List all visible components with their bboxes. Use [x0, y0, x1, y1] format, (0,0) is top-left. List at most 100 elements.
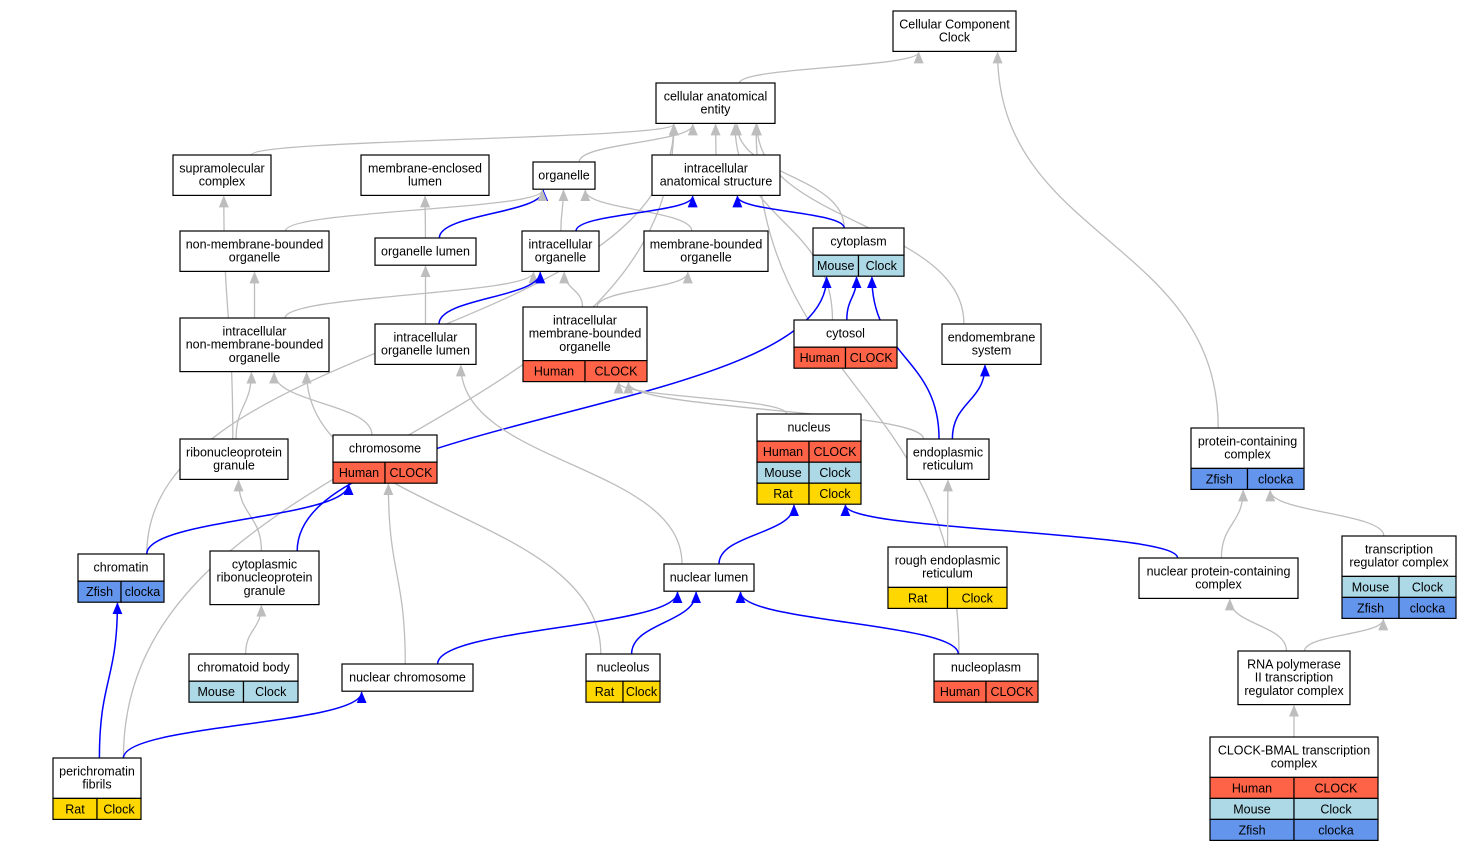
- node-label: protein-containing: [1198, 435, 1297, 449]
- node-label: organelle lumen: [381, 245, 470, 259]
- species-label: Human: [534, 365, 574, 379]
- species-label: Mouse: [197, 685, 235, 699]
- edge-is_a-rnpg-to-inmbo: [235, 371, 257, 440]
- edge-is_a-trc-to-pcc: [1265, 489, 1385, 537]
- gene-cell: [120, 580, 165, 603]
- node-box: [1237, 650, 1351, 706]
- node-nchrom[interactable]: nuclear chromosome: [341, 663, 474, 692]
- node-label: cytoplasm: [830, 235, 886, 249]
- node-box: [906, 438, 990, 481]
- node-box: [341, 663, 474, 692]
- species-label: Mouse: [817, 259, 855, 273]
- edge-part_of-npcc-to-nucleus: [840, 504, 1179, 559]
- node-label: nuclear lumen: [670, 571, 749, 585]
- edge-part_of-iol-to-iorg: [438, 271, 546, 325]
- gene-label: clocka: [125, 585, 160, 599]
- gene-cell: [1246, 467, 1305, 490]
- edge-is_a-rnap-to-npcc: [1224, 598, 1288, 652]
- edge-is_a-imbo-to-mbo: [596, 271, 693, 308]
- edge-part_of-nlumen-to-nucleus: [718, 504, 799, 565]
- gene-label: Clock: [819, 487, 851, 501]
- node-box: [941, 323, 1042, 366]
- node-label: nucleolus: [597, 661, 650, 675]
- node-olumen[interactable]: organelle lumen: [374, 237, 477, 266]
- gene-cell: [946, 586, 1008, 610]
- node-label: supramolecular: [179, 162, 264, 176]
- edge-part_of-cytoplasm-to-ias: [732, 195, 845, 229]
- gene-label: Clock: [1320, 802, 1352, 816]
- edge-is_a-cytosol-to-cae: [730, 123, 834, 321]
- node-label: organelle: [680, 251, 731, 265]
- edge-is_a-pcc-to-cc_clock: [992, 51, 1219, 429]
- node-organelle[interactable]: organelle: [532, 161, 596, 190]
- node-label: system: [972, 344, 1012, 358]
- node-inmbo[interactable]: intracellularnon-membrane-boundedorganel…: [179, 317, 330, 373]
- node-box: [360, 154, 490, 197]
- node-nlumen[interactable]: nuclear lumen: [663, 563, 755, 592]
- gene-cell: [242, 680, 299, 703]
- node-label: entity: [701, 103, 732, 117]
- node-label: reticulum: [922, 567, 973, 581]
- species-label: Zfish: [1238, 823, 1265, 837]
- node-box: [179, 317, 330, 373]
- species-label: Rat: [65, 802, 85, 816]
- node-label: nucleoplasm: [951, 661, 1021, 675]
- edge-is_a-nlumen-to-iol: [455, 364, 683, 565]
- edge-is_a-nchrom-to-chromosome: [383, 483, 406, 665]
- edge-is_a-mbo-to-organelle: [580, 189, 693, 232]
- gene-label: CLOCK: [990, 685, 1034, 699]
- node-imbo[interactable]: intracellularmembrane-boundedorganelleHu…: [522, 306, 648, 383]
- gene-label: Clock: [103, 802, 135, 816]
- node-box: [179, 230, 330, 273]
- node-label: complex: [1271, 757, 1318, 771]
- gene-cell: [96, 797, 142, 821]
- node-label: transcription: [1365, 543, 1433, 557]
- node-label: intracellular: [394, 331, 458, 345]
- node-label: RNA polymerase: [1247, 658, 1341, 672]
- edge-is_a-npcc-to-pcc: [1220, 489, 1249, 559]
- node-label: reticulum: [923, 459, 974, 473]
- node-label: cytosol: [826, 327, 865, 341]
- node-box: [209, 550, 320, 606]
- node-box: [52, 757, 142, 800]
- node-label: organelle: [535, 251, 586, 265]
- node-label: ribonucleoprotein: [217, 571, 313, 585]
- edge-is_a-rnap-to-trc: [1303, 618, 1389, 652]
- gene-cell: [1398, 596, 1457, 620]
- species-label: Rat: [595, 685, 615, 699]
- gene-label: Clock: [1412, 580, 1444, 594]
- edge-part_of-nucleolus-to-nlumen: [630, 591, 702, 655]
- node-box: [522, 306, 648, 362]
- species-label: Zfish: [1357, 601, 1384, 615]
- edge-is_a-cbody-to-crnpg: [244, 604, 267, 655]
- edge-part_of-iorg-to-ias: [575, 195, 698, 232]
